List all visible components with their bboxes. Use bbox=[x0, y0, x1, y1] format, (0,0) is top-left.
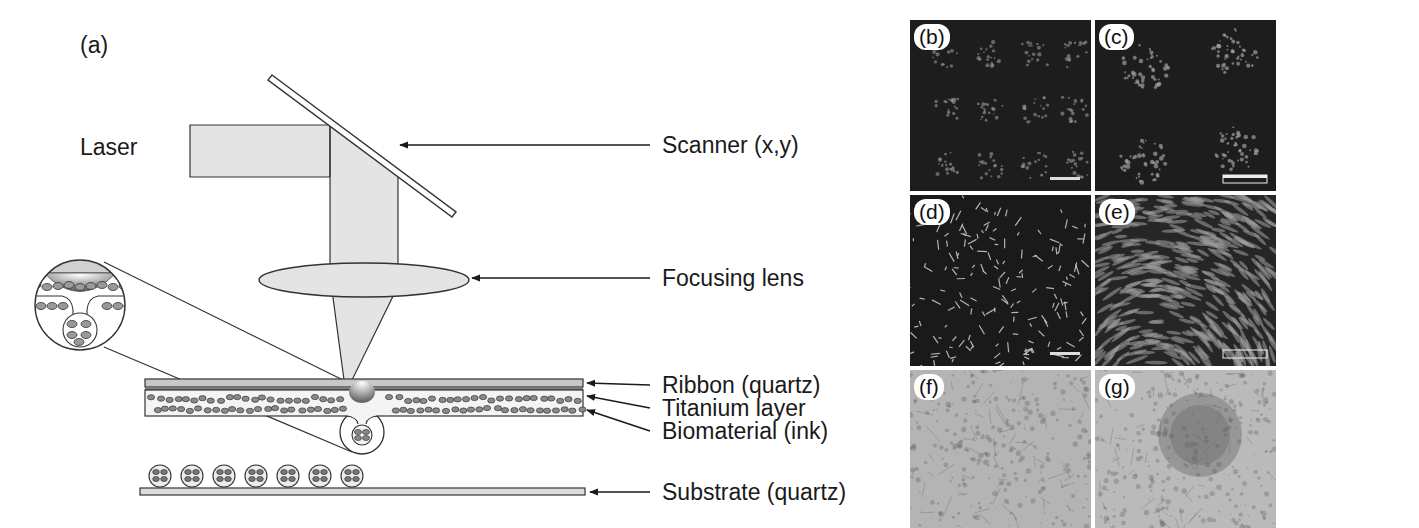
zoom-line bbox=[104, 262, 345, 381]
panel-letter: (e) bbox=[1099, 199, 1135, 225]
panel-letter: (g) bbox=[1099, 374, 1135, 400]
micrograph-panel: (g) bbox=[1095, 370, 1276, 528]
part-label: Ribbon (quartz) bbox=[662, 372, 821, 398]
part-label: Laser bbox=[80, 134, 138, 160]
micrograph-panel: (f) bbox=[910, 370, 1091, 528]
zoom-detail bbox=[30, 255, 134, 355]
micrograph-panel: (e) bbox=[1095, 195, 1276, 366]
zoom-line bbox=[104, 347, 352, 452]
part-label: Substrate (quartz) bbox=[662, 479, 846, 505]
focused-beam bbox=[332, 290, 396, 380]
jet-outline bbox=[346, 416, 378, 424]
part-label: Focusing lens bbox=[662, 265, 804, 291]
ejection-circle bbox=[340, 410, 384, 454]
panel-letter: (a) bbox=[80, 32, 108, 58]
quartz-substrate bbox=[140, 488, 585, 495]
panel-letter: (c) bbox=[1099, 24, 1134, 50]
panel-letter: (f) bbox=[914, 374, 944, 400]
panel-letter: (b) bbox=[914, 24, 950, 50]
droplet bbox=[352, 425, 372, 445]
part-label: Biomaterial (ink) bbox=[662, 418, 828, 444]
micrograph-panel: (c) bbox=[1095, 20, 1276, 191]
focusing-lens bbox=[259, 263, 469, 297]
micrograph-panel: (d) bbox=[910, 195, 1091, 366]
micrograph-panel: (b) bbox=[910, 20, 1091, 191]
printed-droplets bbox=[149, 465, 363, 487]
beam-edge bbox=[329, 125, 330, 177]
vapour-bubble bbox=[349, 381, 375, 403]
scanner-mirror bbox=[268, 75, 456, 217]
zoom-circle bbox=[35, 260, 125, 350]
droplet-cells bbox=[355, 430, 370, 441]
part-label: Titanium layer bbox=[662, 395, 806, 421]
part-label: Scanner (x,y) bbox=[662, 132, 799, 158]
panel-letter: (d) bbox=[914, 199, 950, 225]
leader-arrows bbox=[400, 145, 650, 492]
